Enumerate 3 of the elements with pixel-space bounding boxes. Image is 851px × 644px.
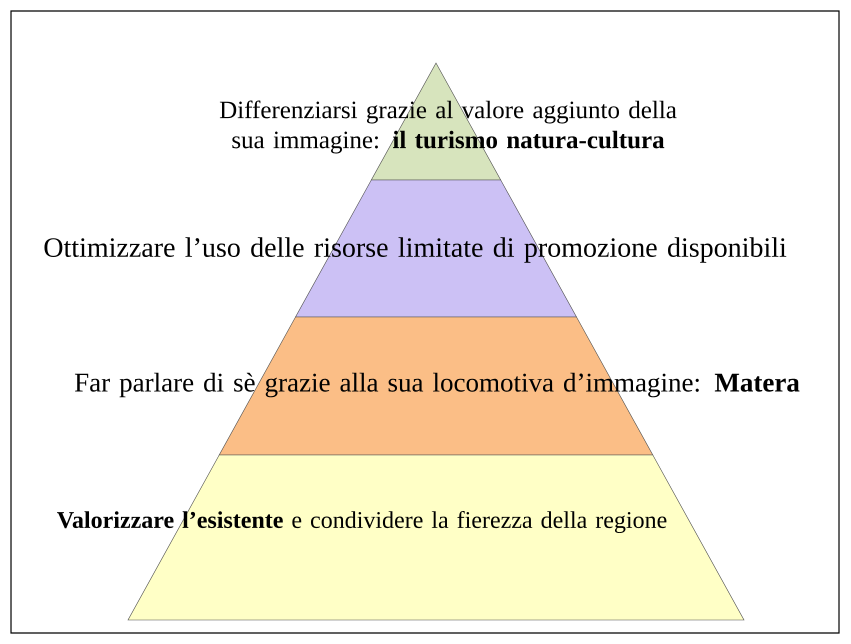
- pyramid-band: Valorizzare l’esistente e condividere la fierezza della regione: [57, 454, 745, 620]
- node-label: Matera: [714, 374, 800, 392]
- node-label: sua immagine:: [232, 132, 378, 154]
